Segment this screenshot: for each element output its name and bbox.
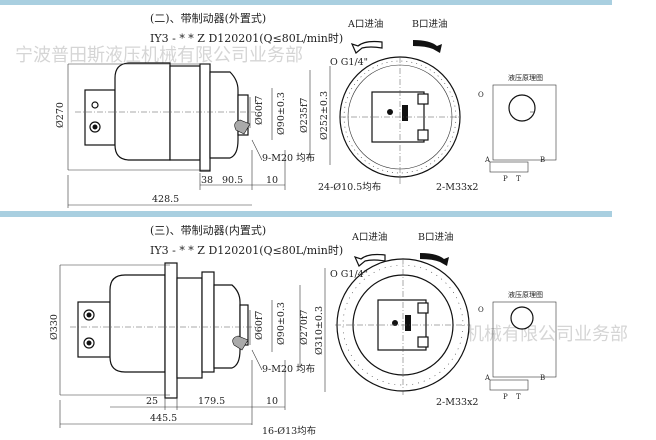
port-thread-spec: 2-M33x2 <box>436 182 478 193</box>
dim-38: 38 <box>201 175 213 186</box>
oil-port-label: O G1/4" <box>330 269 368 280</box>
dimension-lines <box>67 63 331 208</box>
schematic-a: A <box>484 374 491 382</box>
port-b-label: B口进油 <box>412 18 447 30</box>
oil-port-label: O G1/4" <box>330 57 368 68</box>
hole-spec: 24-Ø10.5均布 <box>318 181 381 193</box>
section-title: (三)、带制动器(内置式) <box>150 223 266 237</box>
schematic-o: O <box>478 91 484 99</box>
dim-25: 25 <box>146 396 158 407</box>
schematic-p: P <box>503 393 508 401</box>
section-title: (二)、带制动器(外置式) <box>150 12 266 25</box>
section-internal-brake: 宁波普田斯液压机械有限公司业务部 (三)、带制动器(内置式) IY3 - * *… <box>49 223 628 437</box>
cw-arrow-icon <box>420 253 449 266</box>
schematic-b: B <box>540 156 545 164</box>
schematic-title: 液压原理图 <box>508 290 543 299</box>
schematic-title: 液压原理图 <box>508 73 543 82</box>
schematic-t: T <box>516 393 521 401</box>
bolt-spec: 9-M20 均布 <box>262 152 315 164</box>
dim-d90: Ø90±0.3 <box>276 302 287 345</box>
dim-90-5: 90.5 <box>222 175 243 186</box>
motor-front-view <box>339 56 461 185</box>
dim-total-length: 445.5 <box>150 413 177 424</box>
port-a-label: A口进油 <box>351 231 387 243</box>
separator-band <box>0 211 612 217</box>
dim-outer-diameter: Ø270 <box>55 102 66 128</box>
hydraulic-schematic <box>489 301 557 391</box>
watermark: 宁波普田斯液压机械有限公司业务部 <box>15 45 303 66</box>
bolt-spec: 9-M20 均布 <box>262 363 315 375</box>
port-b-label: B口进油 <box>418 231 453 243</box>
schematic-t: T <box>516 175 521 183</box>
dim-total-length: 428.5 <box>152 194 179 205</box>
dim-d310: Ø310±0.3 <box>314 306 325 355</box>
schematic-a: A <box>484 156 491 164</box>
motor-side-view <box>75 62 255 172</box>
dim-outer-diameter: Ø330 <box>49 314 60 340</box>
top-band <box>0 0 612 5</box>
schematic-p: P <box>503 175 508 183</box>
section-external-brake: 宁波普田斯液压机械有限公司业务部 (二)、带制动器(外置式) IY3 - * *… <box>15 12 557 208</box>
port-thread-spec: 2-M33x2 <box>436 397 478 408</box>
model-number: IY3 - * * Z D120201(Q≤80L/min时) <box>150 244 343 257</box>
dim-d252: Ø252±0.3 <box>319 91 330 140</box>
dim-d90: Ø90±0.3 <box>276 92 287 135</box>
dimension-lines <box>59 264 326 428</box>
dim-d270: Ø270f7 <box>299 310 310 345</box>
dim-10: 10 <box>266 175 278 186</box>
dim-179-5: 179.5 <box>198 396 225 407</box>
dim-10: 10 <box>266 396 278 407</box>
motor-side-view <box>70 262 258 399</box>
schematic-o: O <box>478 306 484 314</box>
ccw-arrow-icon <box>350 40 383 54</box>
port-a-label: A口进油 <box>347 18 383 30</box>
dim-d60: Ø60f7 <box>254 96 265 125</box>
dim-d60: Ø60f7 <box>254 311 265 340</box>
ccw-arrow-icon <box>353 253 386 267</box>
hydraulic-schematic <box>489 84 557 173</box>
dim-d235: Ø235f7 <box>299 98 310 133</box>
schematic-b: B <box>540 374 545 382</box>
model-number: IY3 - * * Z D120201(Q≤80L/min时) <box>150 32 343 45</box>
cw-arrow-icon <box>413 40 442 53</box>
motor-front-view <box>335 258 470 395</box>
hole-spec: 16-Ø13均布 <box>262 425 316 437</box>
